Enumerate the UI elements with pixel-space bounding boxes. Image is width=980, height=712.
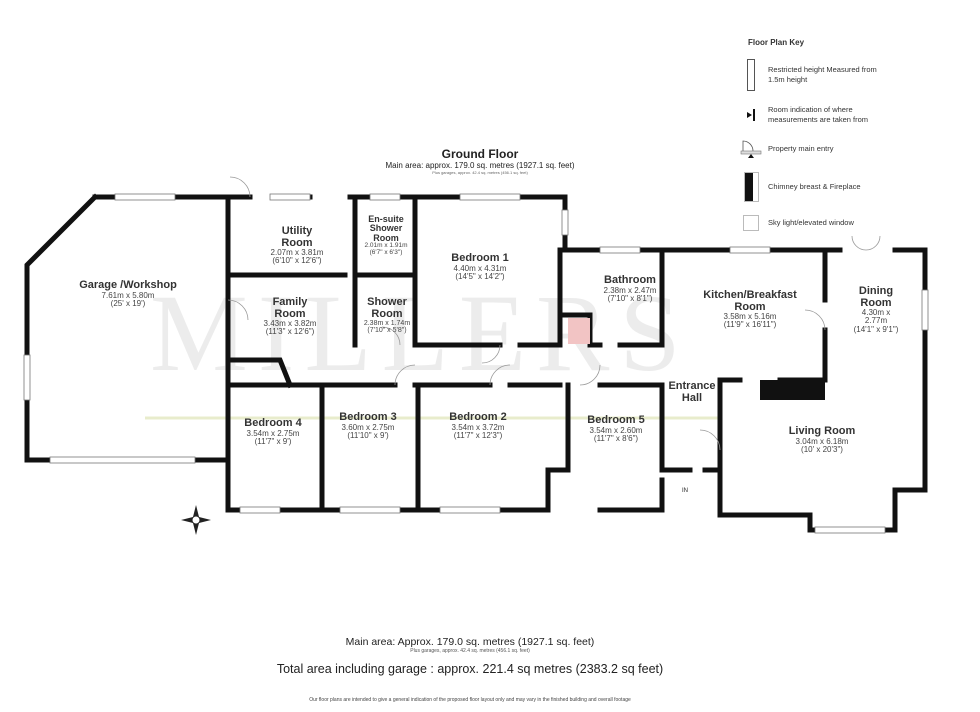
skylight-icon xyxy=(743,214,759,231)
footer: Main area: Approx. 179.0 sq. metres (192… xyxy=(230,636,710,654)
floor-header: Ground Floor Main area: approx. 179.0 sq… xyxy=(330,147,630,175)
entry-label: IN xyxy=(682,488,688,494)
key-item: Sky light/elevated window xyxy=(740,214,940,231)
restricted-height-icon xyxy=(747,59,755,91)
floor-title: Ground Floor xyxy=(441,147,519,161)
footer-garage-area: Plus garages, approx. 42.4 sq. metres (4… xyxy=(410,648,530,654)
measurement-marker-icon xyxy=(747,108,755,121)
chimney-icon xyxy=(743,171,759,202)
main-entry-icon xyxy=(740,140,762,158)
footer-total-area: Total area including garage : approx. 22… xyxy=(276,662,664,676)
key-item: Room indication of where measurements ar… xyxy=(740,105,940,125)
key-title: Floor Plan Key xyxy=(748,38,805,47)
windows xyxy=(23,193,929,534)
walls xyxy=(24,193,928,533)
compass-rose xyxy=(181,505,211,535)
main-area-text: Main area: approx. 179.0 sq. metres (192… xyxy=(385,161,575,170)
key-item: Restricted height Measured from 1.5m hei… xyxy=(740,59,940,91)
footer-disclaimer: Our floor plans are intended to give a g… xyxy=(309,697,631,703)
bathroom-fitting xyxy=(568,318,590,344)
room-entrance-hall: Entrance Hall xyxy=(668,380,716,404)
garage-area-text: Plus garages, approx. 42.4 sq. metres (4… xyxy=(432,170,528,175)
doors xyxy=(227,176,881,451)
key-item: Property main entry xyxy=(740,139,940,159)
floor-plan-key: Floor Plan Key Restricted height Measure… xyxy=(740,38,940,245)
footer-main-area: Main area: Approx. 179.0 sq. metres (192… xyxy=(345,636,595,648)
key-item: Chimney breast & Fireplace xyxy=(740,171,940,202)
chimney-breast xyxy=(760,380,825,400)
